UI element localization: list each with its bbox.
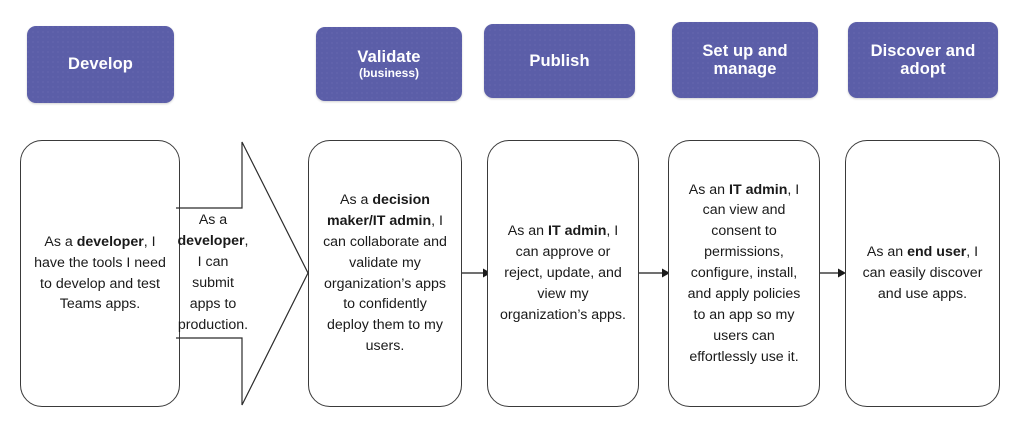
phase-title-setup-line2: manage	[713, 60, 777, 78]
phase-chip-validate[interactable]: Validate (business)	[316, 27, 462, 101]
card-develop-text: As a developer, I have the tools I need …	[34, 233, 166, 313]
phase-subtitle-validate: (business)	[358, 66, 419, 81]
phase-title-setup-line1: Set up and	[702, 41, 788, 60]
card-validate[interactable]: As a decision maker/IT admin, I can coll…	[308, 140, 462, 407]
card-validate-text: As a decision maker/IT admin, I can coll…	[323, 192, 447, 355]
card-discover[interactable]: As an end user, I can easily discover an…	[845, 140, 1000, 407]
card-submit: As a developer, I can submit apps to pro…	[178, 206, 249, 340]
card-publish[interactable]: As an IT admin, I can approve or reject,…	[487, 140, 639, 407]
phase-title-publish: Publish	[529, 51, 590, 70]
card-setup-text: As an IT admin, I can view and consent t…	[687, 181, 801, 365]
phase-chip-setup-and-manage[interactable]: Set up and manage	[672, 22, 818, 98]
card-develop[interactable]: As a developer, I have the tools I need …	[20, 140, 180, 407]
card-submit-text: As a developer, I can submit apps to pro…	[177, 212, 249, 333]
phase-chip-publish[interactable]: Publish	[484, 24, 635, 98]
arrow-setup-to-discover	[816, 268, 846, 278]
phase-title-discover-line1: Discover and	[870, 41, 976, 60]
phase-chip-develop[interactable]: Develop	[27, 26, 174, 103]
phase-title-develop: Develop	[68, 55, 133, 74]
arrow-publish-to-setup	[637, 268, 670, 278]
card-publish-text: As an IT admin, I can approve or reject,…	[500, 223, 626, 323]
card-setup[interactable]: As an IT admin, I can view and consent t…	[668, 140, 820, 407]
phase-chip-discover-and-adopt[interactable]: Discover and adopt	[848, 22, 998, 98]
phase-title-validate: Validate	[357, 47, 421, 66]
phase-title-discover-line2: adopt	[900, 60, 946, 78]
card-discover-text: As an end user, I can easily discover an…	[862, 244, 983, 302]
